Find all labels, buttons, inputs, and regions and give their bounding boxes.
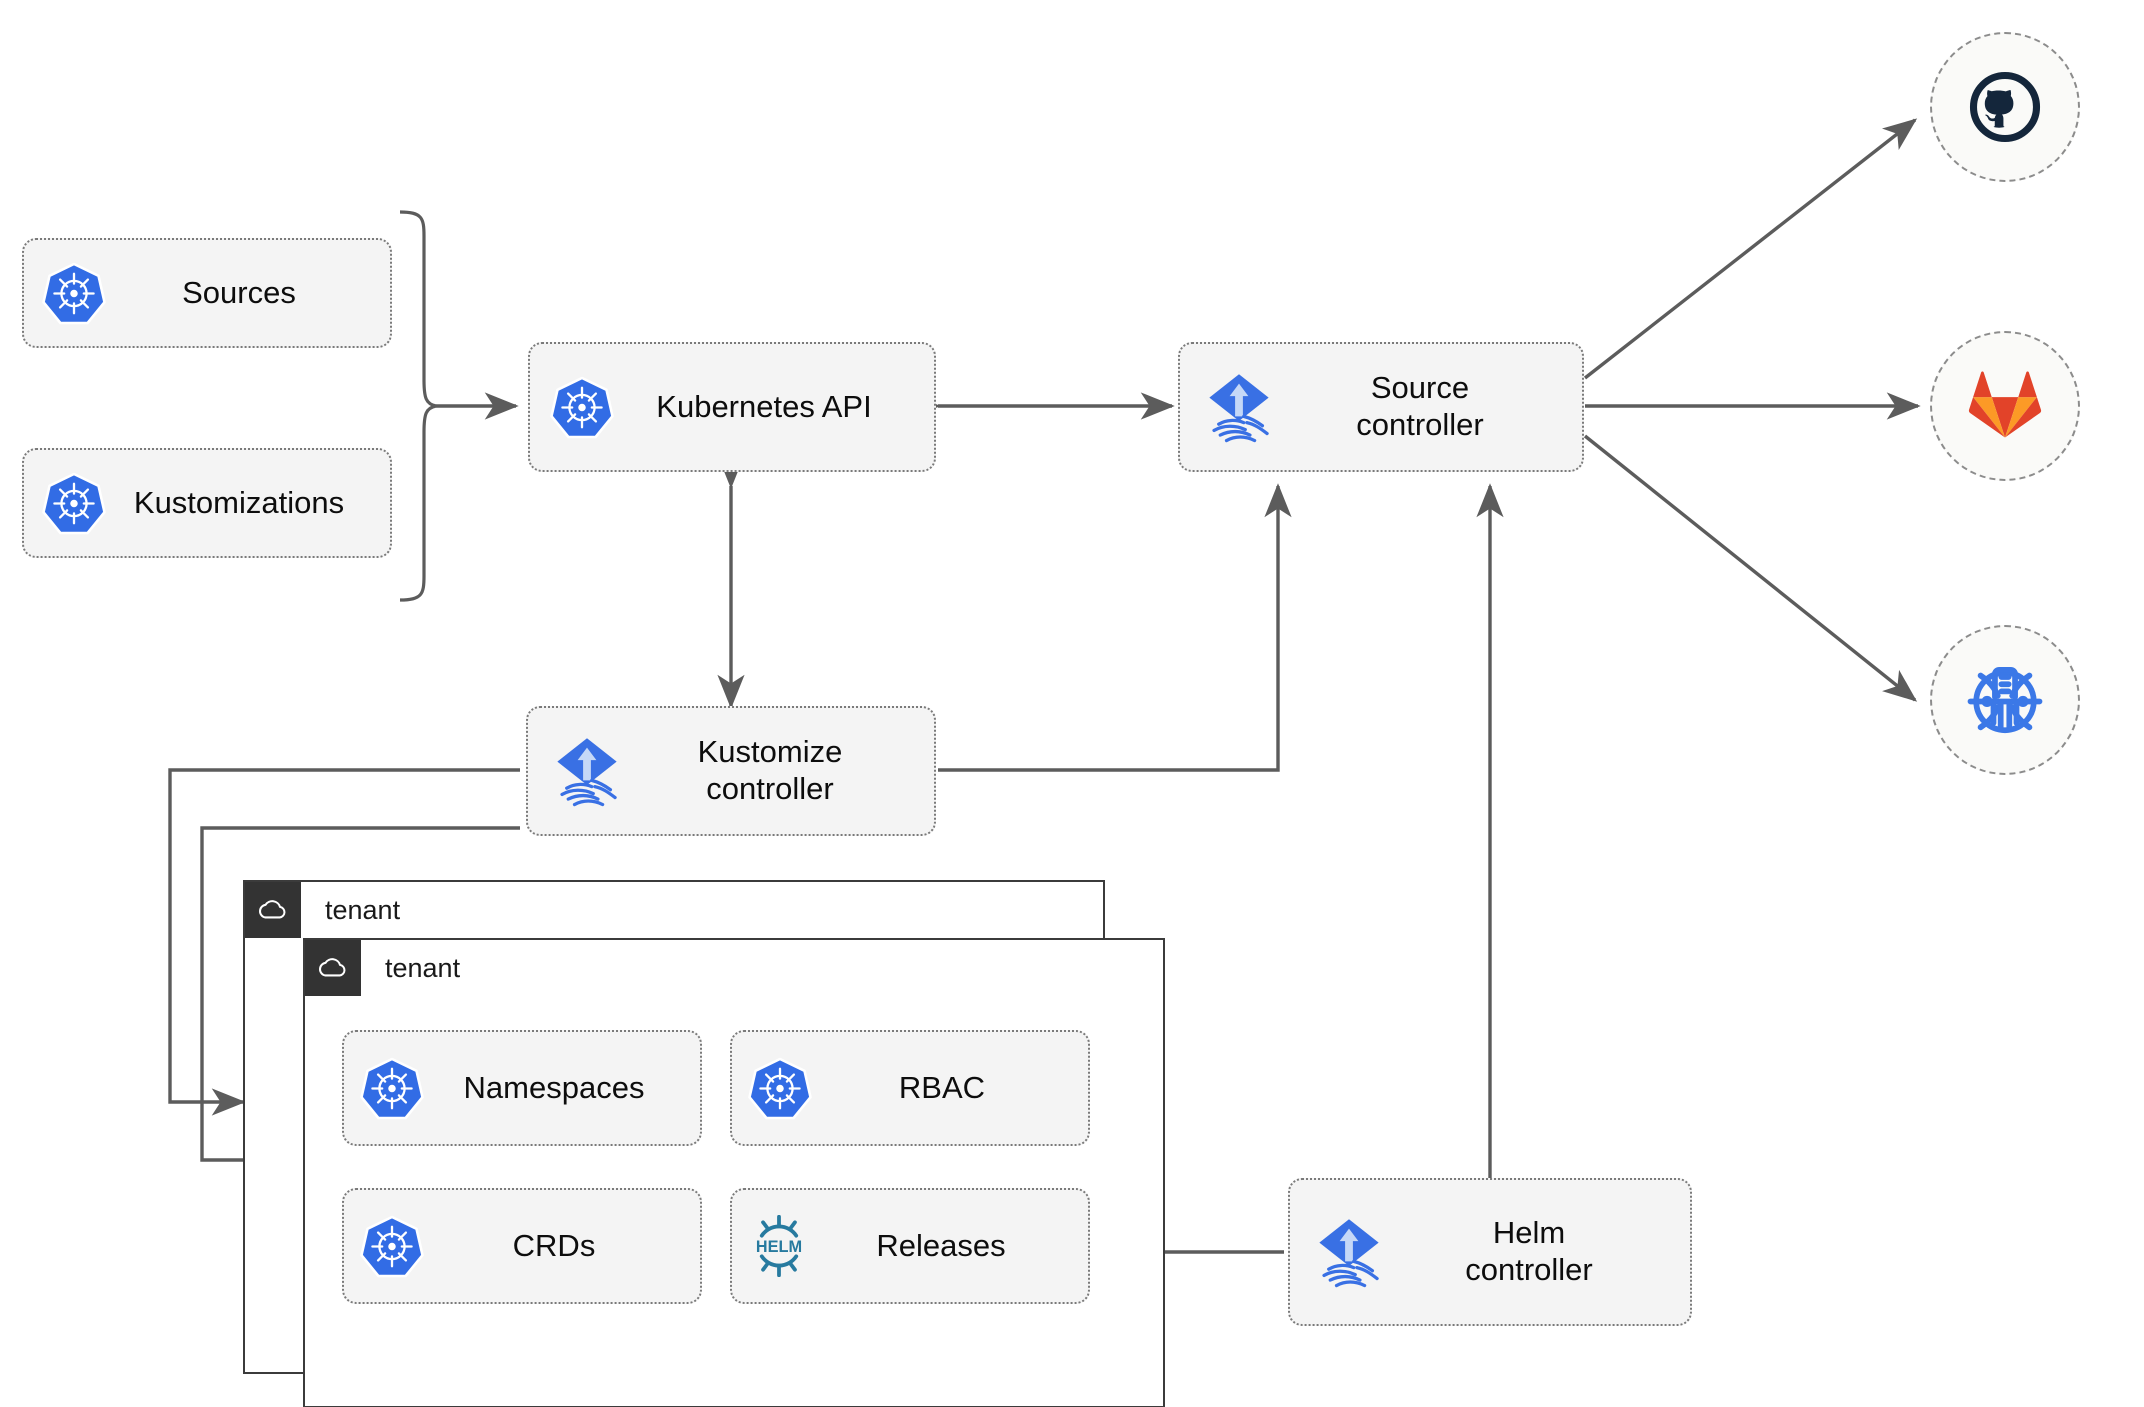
node-label: Namespaces (463, 1069, 645, 1105)
tenant-label: tenant (385, 952, 461, 983)
node-helm-controller[interactable]: Helm controller (1288, 1178, 1692, 1326)
wire-source-to-registry (1583, 434, 1918, 702)
kubernetes-icon (550, 375, 614, 439)
helm-registry-icon (1967, 666, 2043, 734)
node-kustomizations[interactable]: Kustomizations (22, 448, 392, 558)
node-label: Source controller (1356, 370, 1484, 442)
node-label: Kubernetes API (656, 388, 872, 424)
node-kubernetes-api[interactable]: Kubernetes API (528, 342, 936, 472)
node-kustomize-controller[interactable]: Kustomize controller (526, 706, 936, 836)
node-label: CRDs (512, 1227, 596, 1263)
gitlab-icon (1968, 371, 2042, 438)
node-label: Kustomize controller (697, 734, 843, 806)
cloud-icon (305, 940, 361, 996)
node-label: RBAC (898, 1069, 986, 1105)
wire-source-to-github (1583, 118, 1918, 380)
node-namespaces[interactable]: Namespaces (342, 1030, 702, 1146)
helm-icon: HELM (748, 1215, 810, 1277)
node-label: Kustomizations (133, 484, 345, 520)
tenant-header-2: tenant (305, 940, 905, 996)
tenant-header-1: tenant (245, 882, 845, 938)
provider-helm-registry[interactable] (1930, 625, 2080, 775)
flux-icon (1200, 368, 1278, 446)
node-source-controller[interactable]: Source controller (1178, 342, 1584, 472)
kubernetes-icon (748, 1056, 812, 1120)
provider-gitlab[interactable] (1930, 331, 2080, 481)
kubernetes-icon (42, 261, 106, 325)
kubernetes-icon (360, 1056, 424, 1120)
flux-icon (548, 732, 626, 810)
svg-text:HELM: HELM (756, 1238, 802, 1256)
cloud-icon (245, 882, 301, 938)
provider-github[interactable] (1930, 32, 2080, 182)
node-releases[interactable]: HELM Releases (730, 1188, 1090, 1304)
kubernetes-icon (42, 471, 106, 535)
node-sources[interactable]: Sources (22, 238, 392, 348)
wire-kustomize-to-source (938, 483, 1292, 772)
kubernetes-icon (360, 1214, 424, 1278)
tenant-panel-2[interactable] (303, 938, 1165, 1407)
node-crds[interactable]: CRDs (342, 1188, 702, 1304)
github-icon (1969, 71, 2041, 143)
node-label: Helm controller (1465, 1215, 1593, 1287)
node-rbac[interactable]: RBAC (730, 1030, 1090, 1146)
node-label: Sources (182, 274, 296, 310)
flux-icon (1310, 1213, 1388, 1291)
node-label: Releases (876, 1227, 1006, 1263)
tenant-label: tenant (325, 894, 401, 925)
resources-brace (399, 210, 437, 602)
